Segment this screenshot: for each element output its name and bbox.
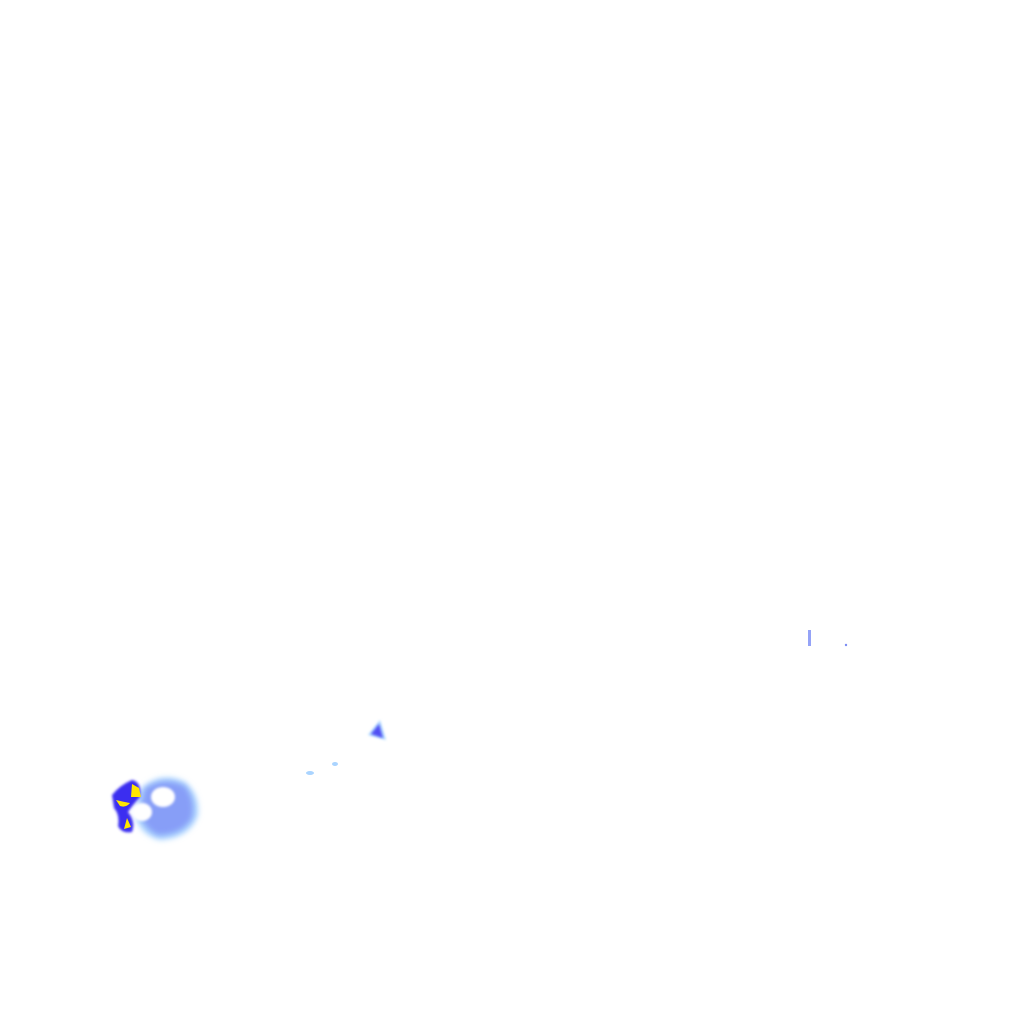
peak-3 [124,818,131,829]
peak-2 [116,800,130,807]
speck-4 [844,643,848,647]
speck-3 [808,630,811,646]
peak-1 [131,784,141,797]
speck-1 [306,771,314,775]
hollow-2 [132,803,152,821]
speck-2 [332,762,338,766]
hollow-1 [151,787,175,807]
main-blob [112,777,199,840]
triangle-blob [368,720,386,740]
